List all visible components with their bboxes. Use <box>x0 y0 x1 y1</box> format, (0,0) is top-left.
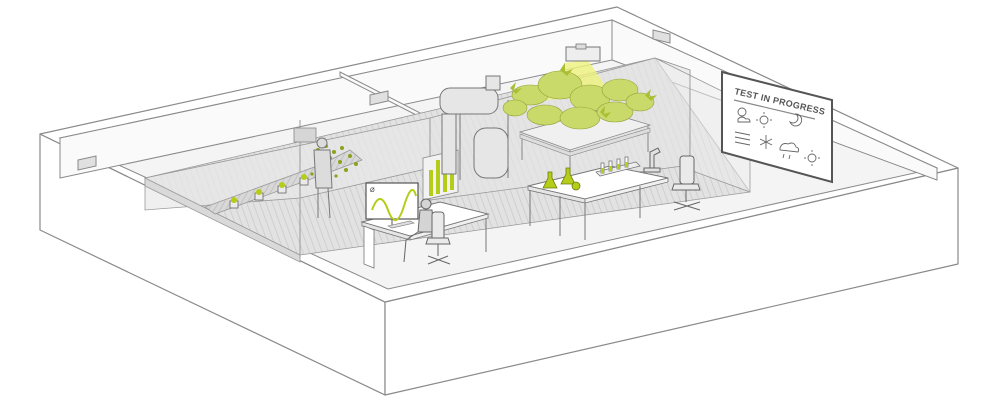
test-in-progress-sign: TEST IN PROGRESS <box>721 70 833 184</box>
conveyor-line <box>204 127 363 219</box>
moon-icon <box>789 113 803 127</box>
processing-machine <box>439 75 509 180</box>
lab-back-glass <box>144 117 431 211</box>
vent-icon <box>369 90 389 106</box>
fog-icon <box>734 131 751 146</box>
office-chair <box>425 211 451 265</box>
sun-icon <box>756 112 772 128</box>
office-chair-right <box>671 155 701 211</box>
lab-bench <box>527 147 701 240</box>
lab-front-glass <box>144 177 301 263</box>
test-tube-rack <box>595 156 641 177</box>
leaf-icons <box>510 63 657 118</box>
worker-figure <box>313 137 333 219</box>
seed-panel <box>293 127 317 143</box>
flask-icons <box>542 167 581 191</box>
workstation: Ø <box>360 182 490 269</box>
monitor <box>365 182 419 220</box>
rain-cloud-icon <box>779 142 800 160</box>
plant-pots <box>229 177 309 209</box>
vents <box>77 29 671 171</box>
vent-icon <box>77 155 97 171</box>
monitor-label: Ø <box>370 188 375 194</box>
sun-cloud-icon <box>737 107 751 123</box>
sunny-icon <box>804 150 820 166</box>
monitor-wave <box>371 188 417 221</box>
vent-icon <box>652 29 671 44</box>
seated-worker <box>403 198 435 263</box>
microscope-icon <box>643 147 661 173</box>
snowflake-icon <box>759 135 773 149</box>
